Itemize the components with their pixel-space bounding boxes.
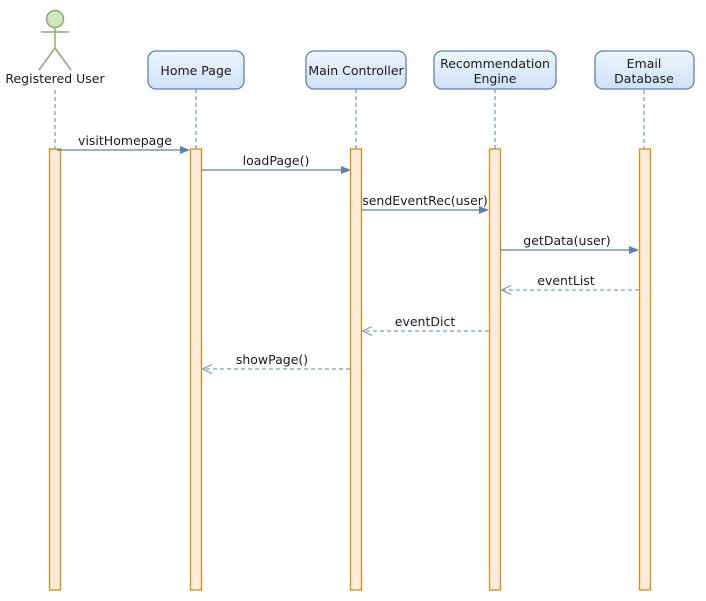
message-loadpage: loadPage() <box>202 153 351 174</box>
lifeline-head-email-database: Email Database <box>594 50 695 90</box>
activation-bar-recommendation-engine <box>488 148 502 591</box>
activation-bar-main-controller <box>349 148 363 591</box>
message-eventdict: eventDict <box>361 314 489 337</box>
message-eventlist: eventList <box>500 273 639 296</box>
message-label: sendEventRec(user) <box>362 193 488 208</box>
lifeline-label-line2: Engine <box>474 71 517 86</box>
arrowhead-right-icon <box>180 146 190 154</box>
arrowhead-right-icon <box>479 206 489 214</box>
lifeline-label-line1: Recommendation <box>440 56 550 71</box>
message-label: eventDict <box>395 314 456 329</box>
arrowhead-right-icon <box>629 246 639 254</box>
lifeline-box <box>594 50 695 90</box>
lifeline-box <box>433 50 557 90</box>
lifeline-label-line2: Database <box>614 71 674 86</box>
activation-bar-home-page <box>189 148 203 591</box>
message-label: eventList <box>537 273 595 288</box>
lifeline-box <box>305 50 407 90</box>
arrowhead-right-icon <box>341 166 351 174</box>
message-label: visitHomepage <box>78 133 172 148</box>
message-visithomepage: visitHomepage <box>57 133 190 154</box>
arrowhead-open-left-icon <box>201 363 213 375</box>
lifeline-label-line1: Email <box>627 56 662 71</box>
message-label: loadPage() <box>243 153 310 168</box>
message-label: showPage() <box>236 352 308 367</box>
message-label: getData(user) <box>523 233 610 248</box>
message-sendeventrec: sendEventRec(user) <box>362 193 489 214</box>
arrowhead-open-left-icon <box>361 325 373 337</box>
actor-registered-user: Registered User <box>5 9 106 86</box>
message-showpage: showPage() <box>201 352 350 375</box>
lifeline-head-home-page: Home Page <box>147 50 245 90</box>
arrowhead-open-left-icon <box>500 284 512 296</box>
lifeline-head-main-controller: Main Controller <box>305 50 407 90</box>
activation-bar-registered-user <box>48 148 62 591</box>
lifeline-head-recommendation-engine: Recommendation Engine <box>433 50 557 90</box>
person-icon <box>38 9 72 71</box>
lifeline-label: Home Page <box>160 63 231 78</box>
activation-bar-email-database <box>638 148 652 591</box>
lifeline-box <box>147 50 245 90</box>
message-getdata: getData(user) <box>501 233 639 254</box>
lifeline-label: Main Controller <box>308 63 404 78</box>
actor-label: Registered User <box>5 71 105 86</box>
